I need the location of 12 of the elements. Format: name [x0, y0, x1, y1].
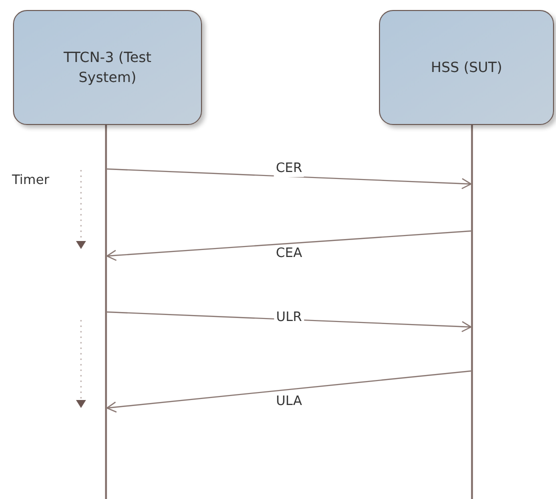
lifeline: [471, 125, 473, 499]
message-label: CER: [274, 161, 304, 177]
participant-box: [379, 10, 554, 125]
participant-box: [13, 10, 202, 125]
participant-name: HSS (SUT): [430, 58, 502, 78]
participant-name: TTCN-3 (Test System): [62, 48, 152, 88]
timer-label: Timer: [12, 173, 50, 189]
message-arrow: [106, 230, 472, 261]
message-arrow: [106, 370, 472, 413]
lifeline: [105, 125, 107, 499]
message-arrow: [106, 168, 472, 190]
message-arrow: [106, 311, 472, 332]
